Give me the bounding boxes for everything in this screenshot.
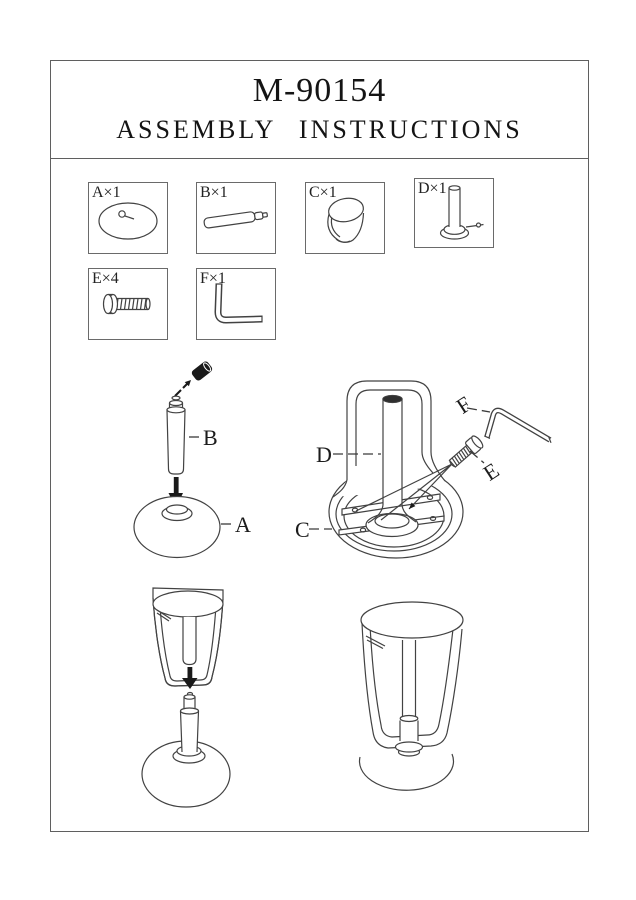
bolt-screw-icon	[102, 293, 151, 315]
sheet-border	[50, 60, 589, 832]
seat-frame-inner	[369, 624, 454, 738]
part-box-b: B×1	[196, 182, 276, 254]
seat-assembly	[152, 587, 224, 687]
part-box-a: A×1	[88, 182, 168, 254]
screw-e	[448, 435, 484, 468]
part-box-c: C×1	[305, 182, 385, 254]
step2-fix-post-and-cover: D C F E	[295, 380, 552, 559]
allen-key-icon	[214, 283, 263, 324]
callout-leader-e	[469, 450, 485, 464]
callout-leader-f	[466, 407, 491, 413]
callout-b: B	[203, 425, 218, 450]
screw-pointer-lines	[355, 463, 453, 521]
step3-seat-onto-base	[141, 587, 231, 808]
cone-cover-icon	[327, 197, 365, 243]
center-post-assembled	[394, 640, 424, 757]
part-label-f: F×1	[200, 270, 226, 287]
part-box-e: E×4	[88, 268, 168, 340]
callout-c: C	[295, 517, 310, 542]
remove-cap-arrow	[174, 380, 191, 397]
gas-lift-cylinder-icon	[203, 211, 268, 229]
part-box-f: F×1	[196, 268, 276, 340]
seat-post-with-flange-icon	[439, 185, 484, 240]
title-divider	[50, 158, 589, 159]
callout-f: F	[452, 391, 476, 419]
part-label-d: D×1	[418, 180, 447, 197]
callout-a: A	[235, 512, 251, 537]
seat-frame-outer-wall	[346, 380, 446, 482]
part-label-e: E×4	[92, 270, 119, 287]
callout-d: D	[316, 442, 332, 467]
seat-seam-detail	[365, 635, 386, 650]
callout-e: E	[479, 457, 504, 485]
gas-lift-and-base-assembly	[141, 694, 231, 808]
model-number-title: M-90154	[252, 72, 387, 109]
round-base-icon	[98, 202, 158, 240]
step1-gas-lift-into-base: B A	[133, 361, 251, 559]
step4-assembled-stool	[358, 601, 464, 791]
round-base-part	[133, 495, 221, 559]
part-label-c: C×1	[309, 184, 337, 201]
page-title: ASSEMBLY INSTRUCTIONS	[116, 115, 523, 144]
gas-lift-part	[166, 395, 186, 475]
gas-lift-cap	[191, 361, 213, 381]
part-label-b: B×1	[200, 184, 228, 201]
base-dome	[358, 753, 455, 791]
seat-top	[360, 601, 464, 639]
seat-frame-inner-wall	[355, 389, 434, 474]
part-label-a: A×1	[92, 184, 121, 201]
cover-and-post	[365, 394, 419, 538]
part-box-d: D×1	[414, 178, 494, 248]
allen-key-f	[484, 407, 552, 444]
